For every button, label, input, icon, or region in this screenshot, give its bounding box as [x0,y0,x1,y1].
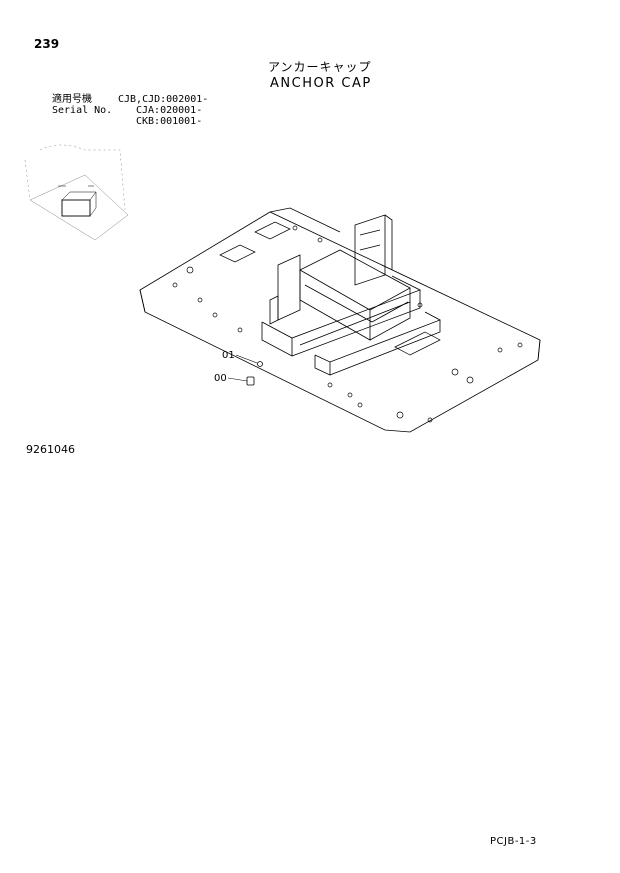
mounting-rails [261,275,441,376]
plate-holes [172,221,523,423]
base-plate [139,207,541,433]
title-japanese: アンカーキャップ [268,60,372,74]
machine-thumbnail [24,144,129,241]
page-code: PCJB-1-3 [490,836,537,847]
anchor-cap-parts [246,361,263,386]
serial-line-1: CJB,CJD:002001- [118,94,209,105]
title-english: ANCHOR CAP [270,76,372,91]
serial-label-en: Serial No. [52,105,113,116]
serial-block: 適用号機 CJB,CJD:002001- Serial No. CJA:0200… [52,94,208,127]
callout-00: 00 [214,373,227,384]
page-number: 239 [34,37,60,51]
serial-line-2: CJA:020001- [136,105,203,116]
serial-line-3: CKB:001001- [136,116,203,127]
left-bracket [269,254,301,325]
upright-bracket [354,214,393,286]
callout-01: 01 [222,350,235,361]
callout-leaders [227,354,258,382]
serial-label-jp: 適用号機 [52,94,92,105]
document-number: 9261046 [26,443,75,456]
